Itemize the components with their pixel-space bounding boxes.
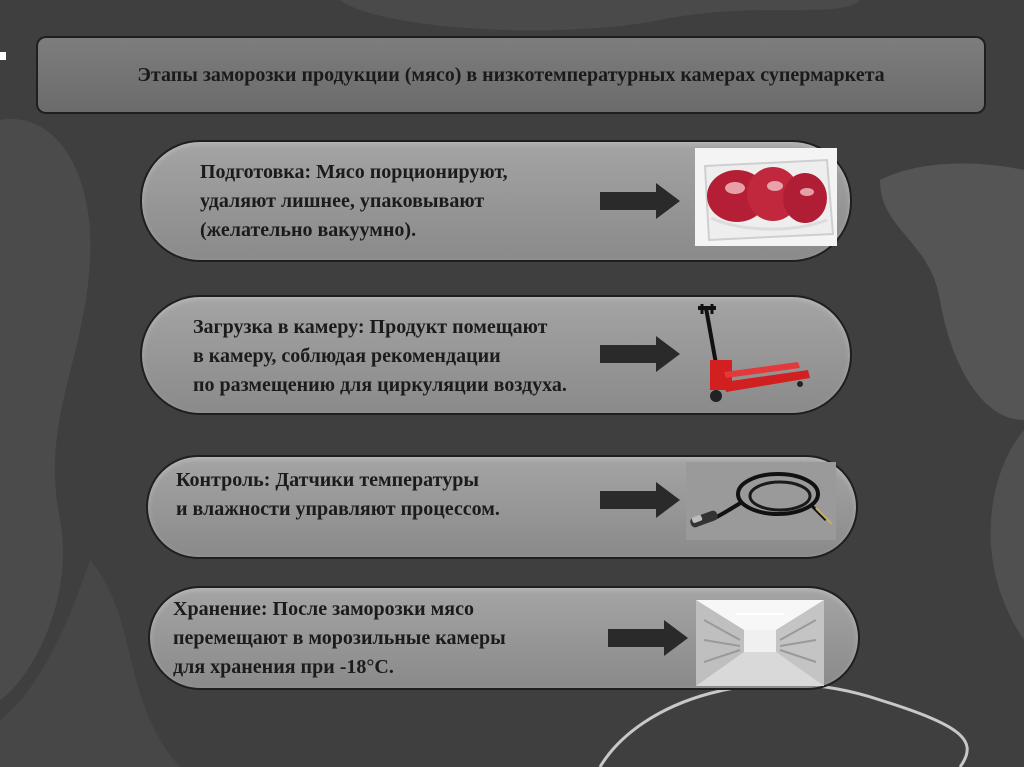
arrow-right-icon bbox=[600, 183, 682, 219]
arrow-right-icon bbox=[600, 336, 682, 372]
stage-control-text: Контроль: Датчики температуры и влажност… bbox=[176, 466, 616, 524]
stage-storage-text: Хранение: После заморозки мясо перемещаю… bbox=[173, 595, 613, 682]
arrow-right-icon bbox=[608, 620, 690, 656]
stage-preparation-text: Подготовка: Мясо порционируют, удаляют л… bbox=[200, 158, 620, 245]
pallet-jack-icon bbox=[690, 300, 815, 410]
corner-marker bbox=[0, 52, 6, 60]
vacuum-packed-meat-icon bbox=[695, 148, 837, 246]
arrow-right-icon bbox=[600, 482, 682, 518]
temperature-sensor-probe-icon bbox=[686, 462, 836, 540]
page-title: Этапы заморозки продукции (мясо) в низко… bbox=[101, 62, 921, 89]
freezer-storage-room-icon bbox=[696, 600, 824, 686]
title-box: Этапы заморозки продукции (мясо) в низко… bbox=[36, 36, 986, 114]
